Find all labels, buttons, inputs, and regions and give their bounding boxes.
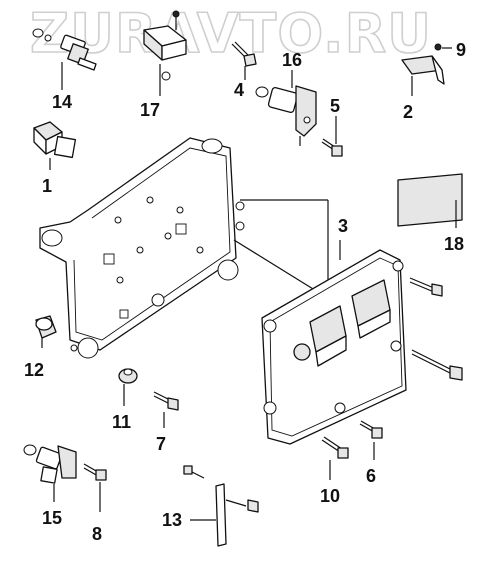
part-12-grommet (35, 315, 78, 352)
part-14-sensor (32, 28, 97, 71)
callout-11: 11 (112, 412, 131, 432)
callout-7: 7 (156, 434, 166, 454)
callout-10: 10 (320, 486, 340, 506)
callout-4: 4 (234, 80, 244, 100)
part-16-sensor (255, 85, 317, 146)
callout-16: 16 (282, 50, 302, 70)
ecu-module (261, 249, 407, 445)
callout-14: 14 (52, 92, 72, 112)
callout-18: 18 (444, 234, 464, 254)
part-9-screw (434, 43, 452, 51)
part-1-sensor (33, 121, 77, 159)
watermark-text: ZURAVTO.RU (30, 2, 432, 65)
part-18-label (397, 173, 463, 227)
part-13-bracket (183, 465, 259, 547)
callout-15: 15 (42, 508, 62, 528)
mounting-plate (39, 137, 245, 359)
callout-5: 5 (330, 96, 340, 116)
callout-12: 12 (24, 360, 44, 380)
part-8-bolt (83, 463, 107, 481)
callout-9: 9 (456, 40, 466, 60)
part-15-sensor (23, 444, 77, 484)
part-7-bolt (153, 391, 179, 411)
ecu-bolt-top (409, 277, 443, 297)
part-6-bolt (359, 420, 383, 439)
part-4-bolt (231, 41, 257, 67)
callout-17: 17 (140, 100, 160, 120)
callout-8: 8 (92, 524, 102, 544)
callout-1: 1 (42, 176, 52, 196)
ecu-bolt-middle (411, 349, 463, 381)
callout-6: 6 (366, 466, 376, 486)
part-2-clip (401, 55, 445, 85)
part-5-bolt (321, 138, 343, 157)
callout-3: 3 (338, 216, 348, 236)
part-10-bolt (321, 436, 349, 459)
callout-2: 2 (403, 102, 413, 122)
callout-13: 13 (162, 510, 182, 530)
part-11-spacer (118, 368, 138, 384)
part-17-sensor (143, 10, 187, 81)
